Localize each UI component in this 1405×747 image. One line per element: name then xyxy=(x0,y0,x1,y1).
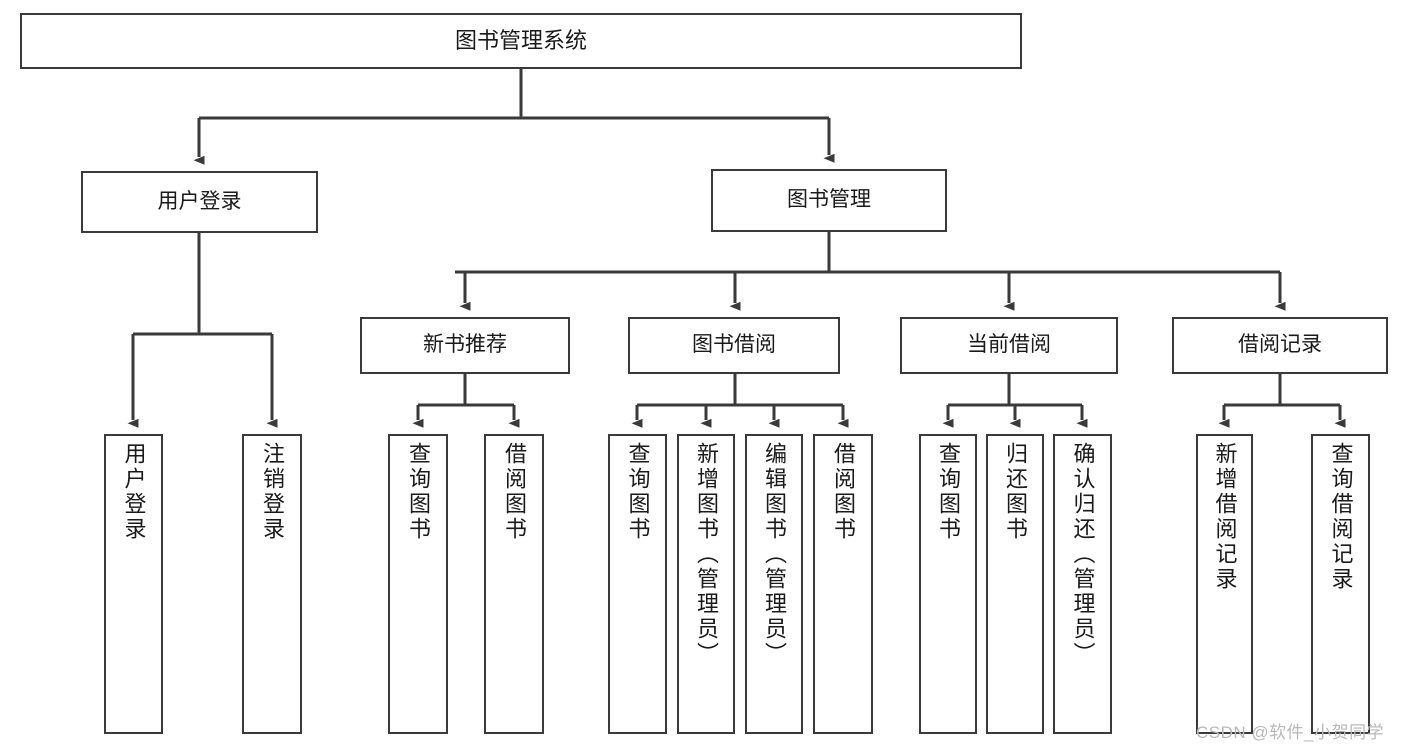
node-leaf-query-book-borrow[interactable]: 查询图书 xyxy=(608,434,667,734)
node-book-manage-label: 图书管理 xyxy=(787,188,871,212)
node-leaf-confirm-return-admin[interactable]: 确认归还（管理员） xyxy=(1053,434,1112,734)
node-leaf-query-book-current-label: 查询图书 xyxy=(936,442,961,542)
node-leaf-add-borrow-record-label: 新增借阅记录 xyxy=(1212,442,1238,592)
node-current-borrow-label: 当前借阅 xyxy=(967,333,1051,357)
node-leaf-return-book[interactable]: 归还图书 xyxy=(986,434,1044,734)
node-leaf-return-book-label: 归还图书 xyxy=(1003,442,1028,542)
node-leaf-query-book-current[interactable]: 查询图书 xyxy=(919,434,977,734)
node-user-login-label: 用户登录 xyxy=(157,189,242,213)
node-root[interactable]: 图书管理系统 xyxy=(20,13,1022,69)
node-leaf-query-book-borrow-label: 查询图书 xyxy=(625,442,651,542)
node-leaf-borrow-book-recommend-label: 借阅图书 xyxy=(502,442,527,542)
node-leaf-borrow-book[interactable]: 借阅图书 xyxy=(813,434,873,734)
node-leaf-add-borrow-record[interactable]: 新增借阅记录 xyxy=(1196,434,1253,734)
node-book-borrow-label: 图书借阅 xyxy=(692,333,776,357)
node-leaf-add-book-admin[interactable]: 新增图书（管理员） xyxy=(677,434,735,734)
node-leaf-user-login[interactable]: 用户登录 xyxy=(104,434,163,734)
node-leaf-edit-book-admin-label: 编辑图书（管理员） xyxy=(762,442,787,667)
node-root-label: 图书管理系统 xyxy=(454,27,587,53)
node-book-manage[interactable]: 图书管理 xyxy=(711,169,947,232)
node-leaf-confirm-return-admin-label: 确认归还（管理员） xyxy=(1070,442,1096,667)
node-leaf-query-borrow-record-label: 查询借阅记录 xyxy=(1328,442,1354,592)
node-user-login[interactable]: 用户登录 xyxy=(81,171,318,233)
node-book-borrow[interactable]: 图书借阅 xyxy=(628,317,840,374)
csdn-watermark: CSDN @软件_小贺同学 xyxy=(1196,723,1385,742)
node-new-book-recommend-label: 新书推荐 xyxy=(423,333,507,357)
node-leaf-edit-book-admin[interactable]: 编辑图书（管理员） xyxy=(745,434,803,734)
node-leaf-user-login-label: 用户登录 xyxy=(121,442,147,542)
node-leaf-logout-login-label: 注销登录 xyxy=(260,442,285,542)
node-leaf-query-book-recommend-label: 查询图书 xyxy=(406,442,431,542)
node-borrow-record-label: 借阅记录 xyxy=(1238,333,1322,357)
node-leaf-add-book-admin-label: 新增图书（管理员） xyxy=(694,442,719,667)
node-current-borrow[interactable]: 当前借阅 xyxy=(900,317,1118,374)
node-leaf-logout-login[interactable]: 注销登录 xyxy=(242,434,302,734)
node-leaf-borrow-book-recommend[interactable]: 借阅图书 xyxy=(484,434,544,734)
node-leaf-query-book-recommend[interactable]: 查询图书 xyxy=(388,434,448,734)
node-borrow-record[interactable]: 借阅记录 xyxy=(1172,317,1388,374)
node-new-book-recommend[interactable]: 新书推荐 xyxy=(360,317,570,374)
node-leaf-borrow-book-label: 借阅图书 xyxy=(831,442,856,542)
node-leaf-query-borrow-record[interactable]: 查询借阅记录 xyxy=(1311,434,1370,734)
